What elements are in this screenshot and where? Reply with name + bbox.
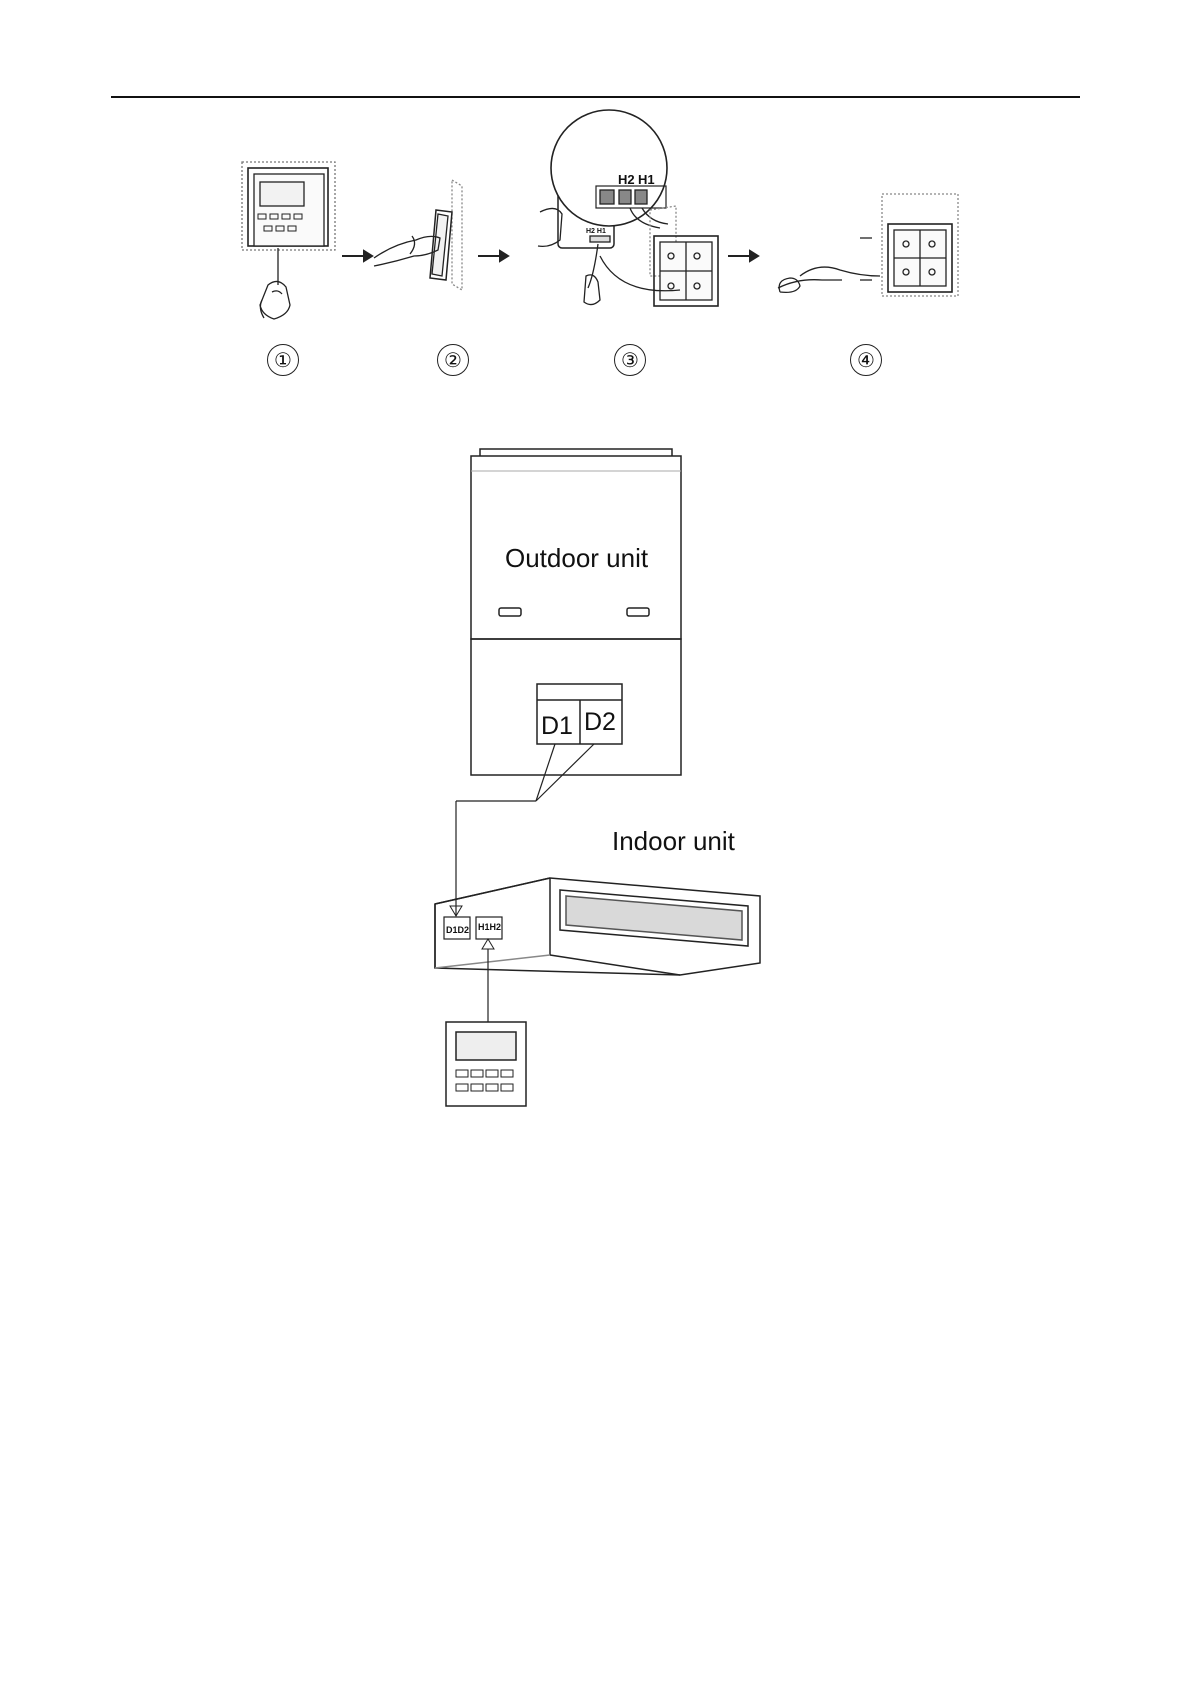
indoor-unit-label: Indoor unit	[612, 826, 735, 857]
outdoor-to-indoor-wires	[456, 744, 594, 916]
outdoor-unit-drawing	[471, 449, 681, 775]
outdoor-unit-label: Outdoor unit	[505, 543, 648, 574]
terminal-d2: D2	[584, 708, 616, 737]
wired-controller-drawing	[446, 1022, 526, 1106]
terminal-d1: D1	[541, 712, 573, 741]
indoor-terminal-h1h2: H1H2	[478, 922, 501, 932]
indoor-terminal-d1d2: D1D2	[446, 925, 469, 935]
